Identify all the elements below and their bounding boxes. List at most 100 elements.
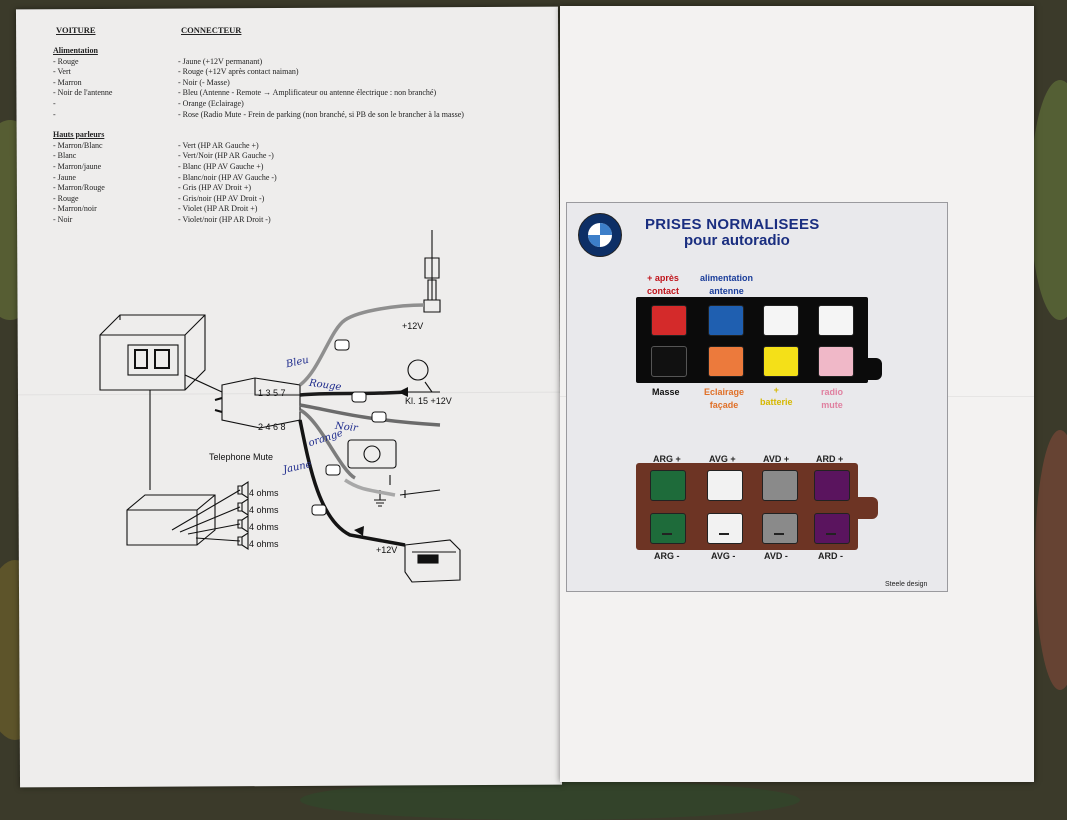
wire-red xyxy=(299,390,406,397)
speaker-connector-tab xyxy=(856,497,878,519)
speaker-symbol xyxy=(237,497,249,517)
connector-wire: - Blanc/noir (HP AV Gauche -) xyxy=(178,172,277,182)
car-wire: - Marron/noir xyxy=(53,204,97,214)
connector-wire: - Noir (- Masse) xyxy=(178,77,230,87)
speaker-pin-label: AVG - xyxy=(711,551,736,561)
connector-wire: - Orange (Eclairage) xyxy=(178,98,244,108)
speaker-symbol xyxy=(237,514,249,534)
battery-12v-label: +12V xyxy=(376,545,398,555)
connector-wire: - Gris (HP AV Droit +) xyxy=(178,183,252,193)
speaker-pin-label: ARD - xyxy=(818,551,843,561)
speaker-pin-label: ARG + xyxy=(653,454,681,464)
car-wire: - Blanc xyxy=(53,151,77,161)
power-pin xyxy=(763,346,799,377)
car-wire: - Noir de l'antenne xyxy=(53,88,113,98)
car-wire: - Rouge xyxy=(53,56,79,66)
speaker-pin-label: AVD + xyxy=(763,454,790,464)
battery-icon xyxy=(404,539,461,583)
speaker-impedance: 4 ohms xyxy=(249,539,279,549)
wire-lightswitch xyxy=(344,478,396,497)
car-wire-column: Alimentation - Rouge - Vert - Marron - N… xyxy=(53,46,112,226)
car-wire: - Noir xyxy=(53,214,73,224)
wire-orange xyxy=(299,408,357,480)
brake-icon xyxy=(399,489,441,498)
speaker-symbol xyxy=(237,531,249,551)
power-pin xyxy=(818,305,854,336)
speaker-pin xyxy=(650,513,686,544)
speaker-impedance: 4 ohms xyxy=(249,522,279,532)
power-pin xyxy=(763,305,799,336)
car-wire: - Marron xyxy=(53,77,82,87)
minus-mark xyxy=(662,533,672,535)
header-voiture: VOITURE xyxy=(56,25,96,35)
speaker-pin-label: ARD + xyxy=(816,454,844,464)
section-title: Hauts parleurs xyxy=(53,130,105,140)
connector-wire: - Rose (Radio Mute - Frein de parking (n… xyxy=(178,109,464,119)
speaker-pin xyxy=(814,470,850,501)
car-wire: - Marron/Blanc xyxy=(53,140,103,150)
connector-wire: - Jaune (+12V permanant) xyxy=(178,56,263,66)
connector-wire: - Gris/noir (HP AV Droit -) xyxy=(178,193,265,203)
speaker-pin-label: AVD - xyxy=(764,551,788,561)
connector-wire: - Violet (HP AR Droit +) xyxy=(178,204,258,214)
antenna-icon xyxy=(423,230,441,313)
ignition-icon xyxy=(407,359,429,381)
pin-label: radio mute xyxy=(821,387,844,410)
speaker-impedance: 4 ohms xyxy=(249,488,279,498)
page-title: PRISES NORMALISEES xyxy=(645,216,820,233)
wiring-diagram xyxy=(99,230,461,583)
car-wire: - xyxy=(53,109,56,119)
connector-wire: - Bleu (Antenne - Remote → Amplificateur… xyxy=(178,88,437,98)
speaker-symbol xyxy=(237,480,249,500)
pin-label: Masse xyxy=(652,387,680,397)
header-connecteur: CONNECTEUR xyxy=(181,25,242,35)
connector-wire: - Vert/Noir (HP AR Gauche -) xyxy=(178,151,274,161)
antenna-12v-label: +12V xyxy=(402,321,424,331)
power-pin xyxy=(651,346,687,377)
speaker-pin xyxy=(707,513,743,544)
pin-label: alimentation antenne xyxy=(700,273,754,296)
speaker-pin-label: AVG + xyxy=(709,454,736,464)
connector-wire: - Blanc (HP AV Gauche +) xyxy=(178,161,264,171)
power-pin xyxy=(708,346,744,377)
connector-wire: - Rouge (+12V après contact naiman) xyxy=(178,67,299,77)
radio-unit xyxy=(99,314,206,391)
wire-yellow xyxy=(298,419,406,547)
connector-wire: - Violet/noir (HP AR Droit -) xyxy=(178,214,271,224)
pin-label: Eclairage façade xyxy=(704,387,745,410)
speaker-pin xyxy=(650,470,686,501)
car-wire: - xyxy=(53,98,56,108)
radio-socket xyxy=(127,344,179,376)
car-wire: - Marron/Rouge xyxy=(53,183,105,193)
power-connector-tab xyxy=(866,358,882,380)
pin-label: + batterie xyxy=(760,385,793,407)
car-wire: - Marron/jaune xyxy=(53,161,102,171)
speaker-pin xyxy=(762,513,798,544)
power-pin xyxy=(708,305,744,336)
light-switch-icon xyxy=(347,439,397,469)
minus-mark xyxy=(826,533,836,535)
speaker-pin xyxy=(707,470,743,501)
wire-blue xyxy=(298,303,425,387)
minus-mark xyxy=(719,533,729,535)
speaker-pin-label: ARG - xyxy=(654,551,680,561)
telephone-mute-label: Telephone Mute xyxy=(209,452,274,462)
wire-black xyxy=(299,403,441,427)
car-wire: - Vert xyxy=(53,67,71,77)
pin-label: + après contact xyxy=(647,273,680,296)
connector-pins-top: 1 3 5 7 xyxy=(258,388,286,398)
page-subtitle: pour autoradio xyxy=(684,232,790,249)
connector-wire-column: - Jaune (+12V permanant) - Rouge (+12V a… xyxy=(178,57,464,226)
power-pin xyxy=(818,346,854,377)
speaker-pin xyxy=(762,470,798,501)
logo xyxy=(578,213,622,257)
power-pin xyxy=(651,305,687,336)
connector-pins-bottom: 2 4 6 8 xyxy=(258,422,286,432)
connector-wire: - Vert (HP AR Gauche +) xyxy=(178,140,259,150)
speaker-pin xyxy=(814,513,850,544)
car-wire: - Jaune xyxy=(53,172,76,182)
speaker-impedance: 4 ohms xyxy=(249,505,279,515)
minus-mark xyxy=(774,533,784,535)
iso-connector xyxy=(221,377,301,429)
section-title: Alimentation xyxy=(53,46,98,55)
